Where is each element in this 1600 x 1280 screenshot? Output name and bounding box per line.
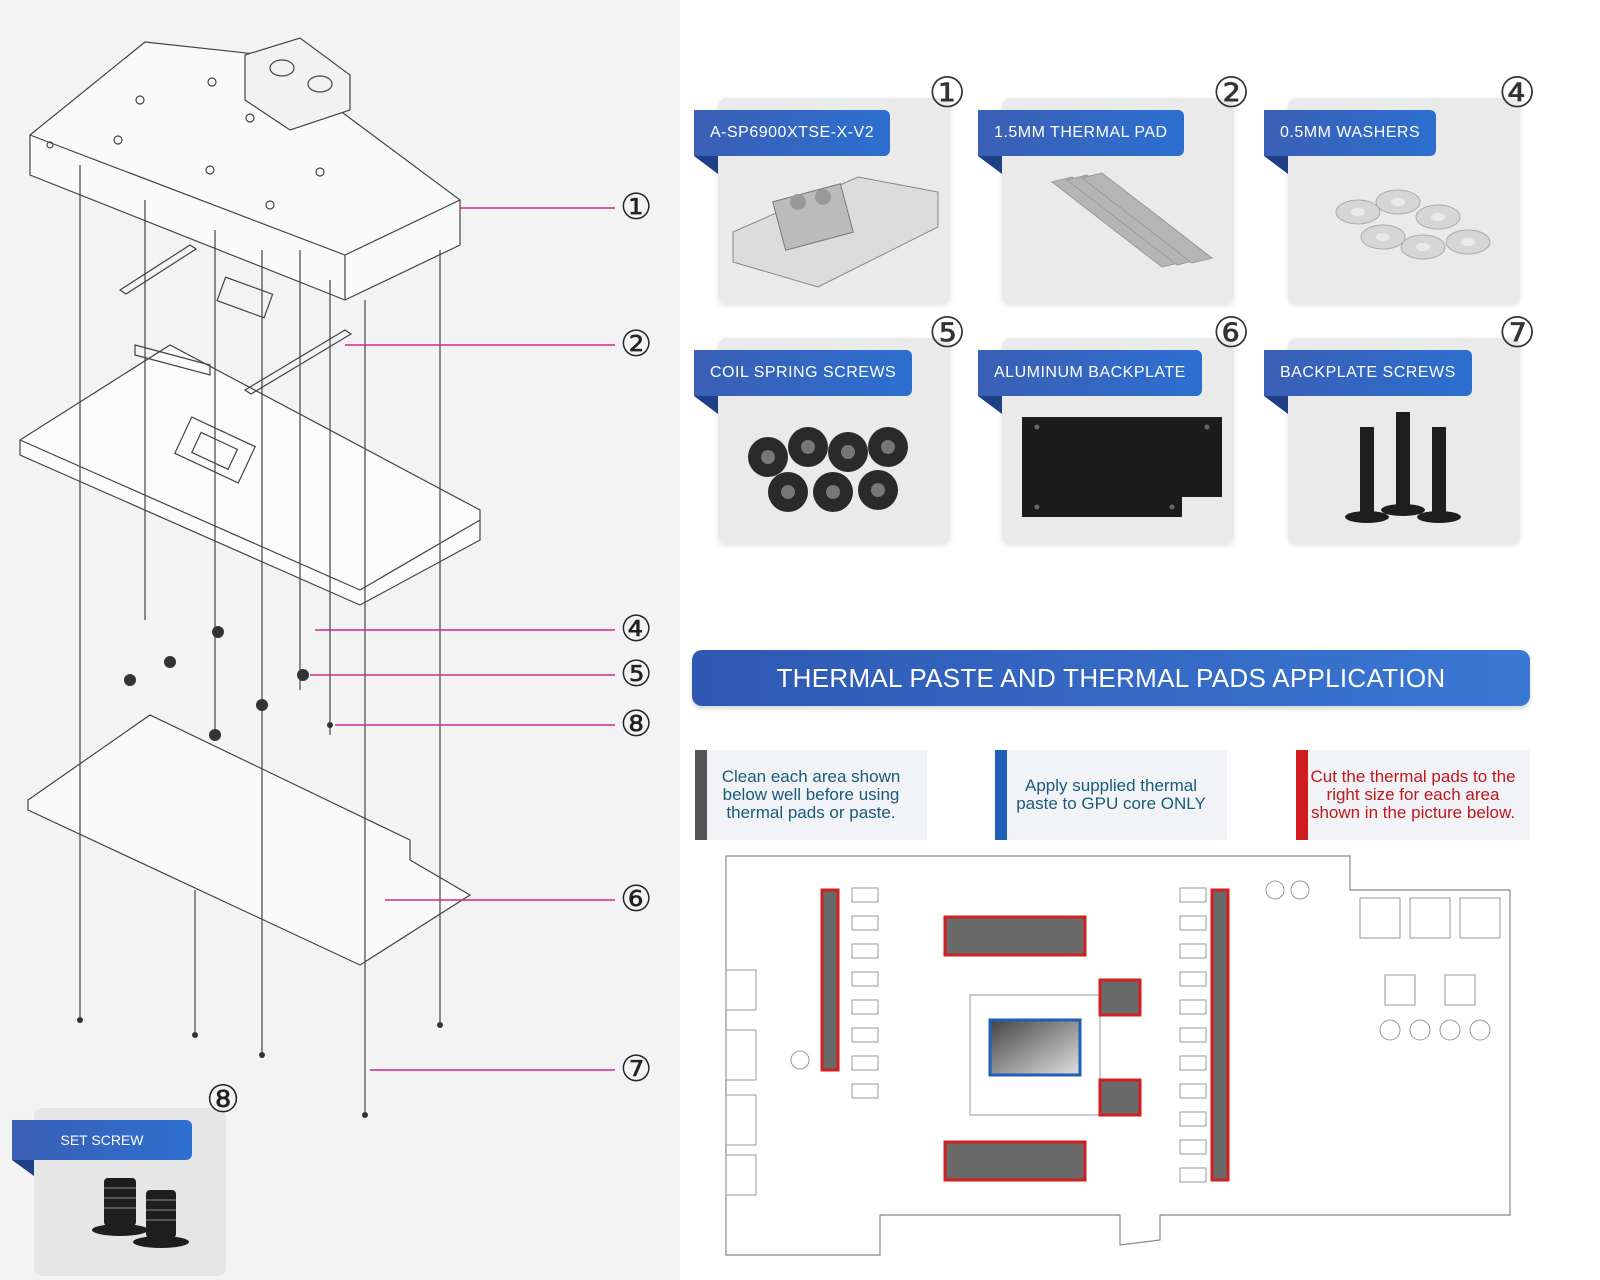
- note-clean-bar: [695, 750, 707, 840]
- callout-5: ⑤: [620, 654, 653, 695]
- part-label-washers: 0.5MM WASHERS: [1264, 110, 1437, 174]
- part-number-6: ⑥: [1212, 308, 1250, 357]
- part-card-spring-screws: COIL SPRING SCREWS ⑤: [694, 312, 966, 544]
- part-card-backplate-screws: BACKPLATE SCREWS ⑦: [1264, 312, 1536, 544]
- thermal-application-banner: THERMAL PASTE AND THERMAL PADS APPLICATI…: [692, 650, 1530, 706]
- note-clean-text: Clean each area shown below well before …: [721, 767, 901, 822]
- water-block-icon: [732, 176, 939, 288]
- part-number-2: ②: [1212, 68, 1250, 117]
- thermal-pad-icon: [1050, 172, 1214, 268]
- callout-1: ①: [620, 187, 653, 228]
- set-screw-icon: [92, 1178, 189, 1248]
- note-paste: Apply supplied thermal paste to GPU core…: [995, 750, 1227, 840]
- part-number-7: ⑦: [1498, 308, 1536, 357]
- note-clean: Clean each area shown below well before …: [695, 750, 927, 840]
- part-label-backplate: ALUMINUM BACKPLATE: [978, 350, 1202, 414]
- part-label-spring-screws: COIL SPRING SCREWS: [694, 350, 913, 414]
- note-cut-bar: [1296, 750, 1308, 840]
- part-label-backplate-screws: BACKPLATE SCREWS: [1264, 350, 1472, 414]
- callout-8: ⑧: [620, 704, 653, 745]
- note-paste-text: Apply supplied thermal paste to GPU core…: [1016, 776, 1206, 813]
- part-number-5: ⑤: [928, 308, 966, 357]
- note-cut: Cut the thermal pads to the right size f…: [1296, 750, 1530, 840]
- callout-2: ②: [620, 324, 653, 365]
- backplate-icon: [1022, 417, 1222, 517]
- note-cut-text: Cut the thermal pads to the right size f…: [1310, 767, 1516, 822]
- part-number-4: ④: [1498, 68, 1536, 117]
- part-card-backplate: ALUMINUM BACKPLATE ⑥: [978, 312, 1250, 544]
- part-label-water-block: A-SP6900XTSE-X-V2: [694, 110, 891, 174]
- exploded-assembly-diagram: [19, 37, 615, 1118]
- part-card-washers: 0.5MM WASHERS ④: [1264, 72, 1536, 304]
- part-label-thermal-pad: 1.5MM THERMAL PAD: [978, 110, 1184, 174]
- note-paste-bar: [995, 750, 1007, 840]
- callout-7: ⑦: [620, 1049, 653, 1090]
- washers-icon: [1335, 189, 1491, 260]
- callout-4: ④: [620, 609, 653, 650]
- part-card-thermal-pad: 1.5MM THERMAL PAD ②: [978, 72, 1250, 304]
- part-card-water-block: A-SP6900XTSE-X-V2 ①: [694, 72, 966, 304]
- set-screw-label: SET SCREW: [12, 1120, 192, 1176]
- spring-screws-icon: [748, 427, 908, 512]
- gpu-core-area: [988, 1018, 1082, 1077]
- set-screw-number: ⑧: [206, 1077, 241, 1121]
- callout-6: ⑥: [620, 879, 653, 920]
- backplate-screws-icon: [1345, 412, 1461, 523]
- part-number-1: ①: [928, 68, 966, 117]
- set-screw-card: SET SCREW ⑧: [12, 1080, 240, 1276]
- pcb-thermal-pad-layout: [725, 855, 1511, 1256]
